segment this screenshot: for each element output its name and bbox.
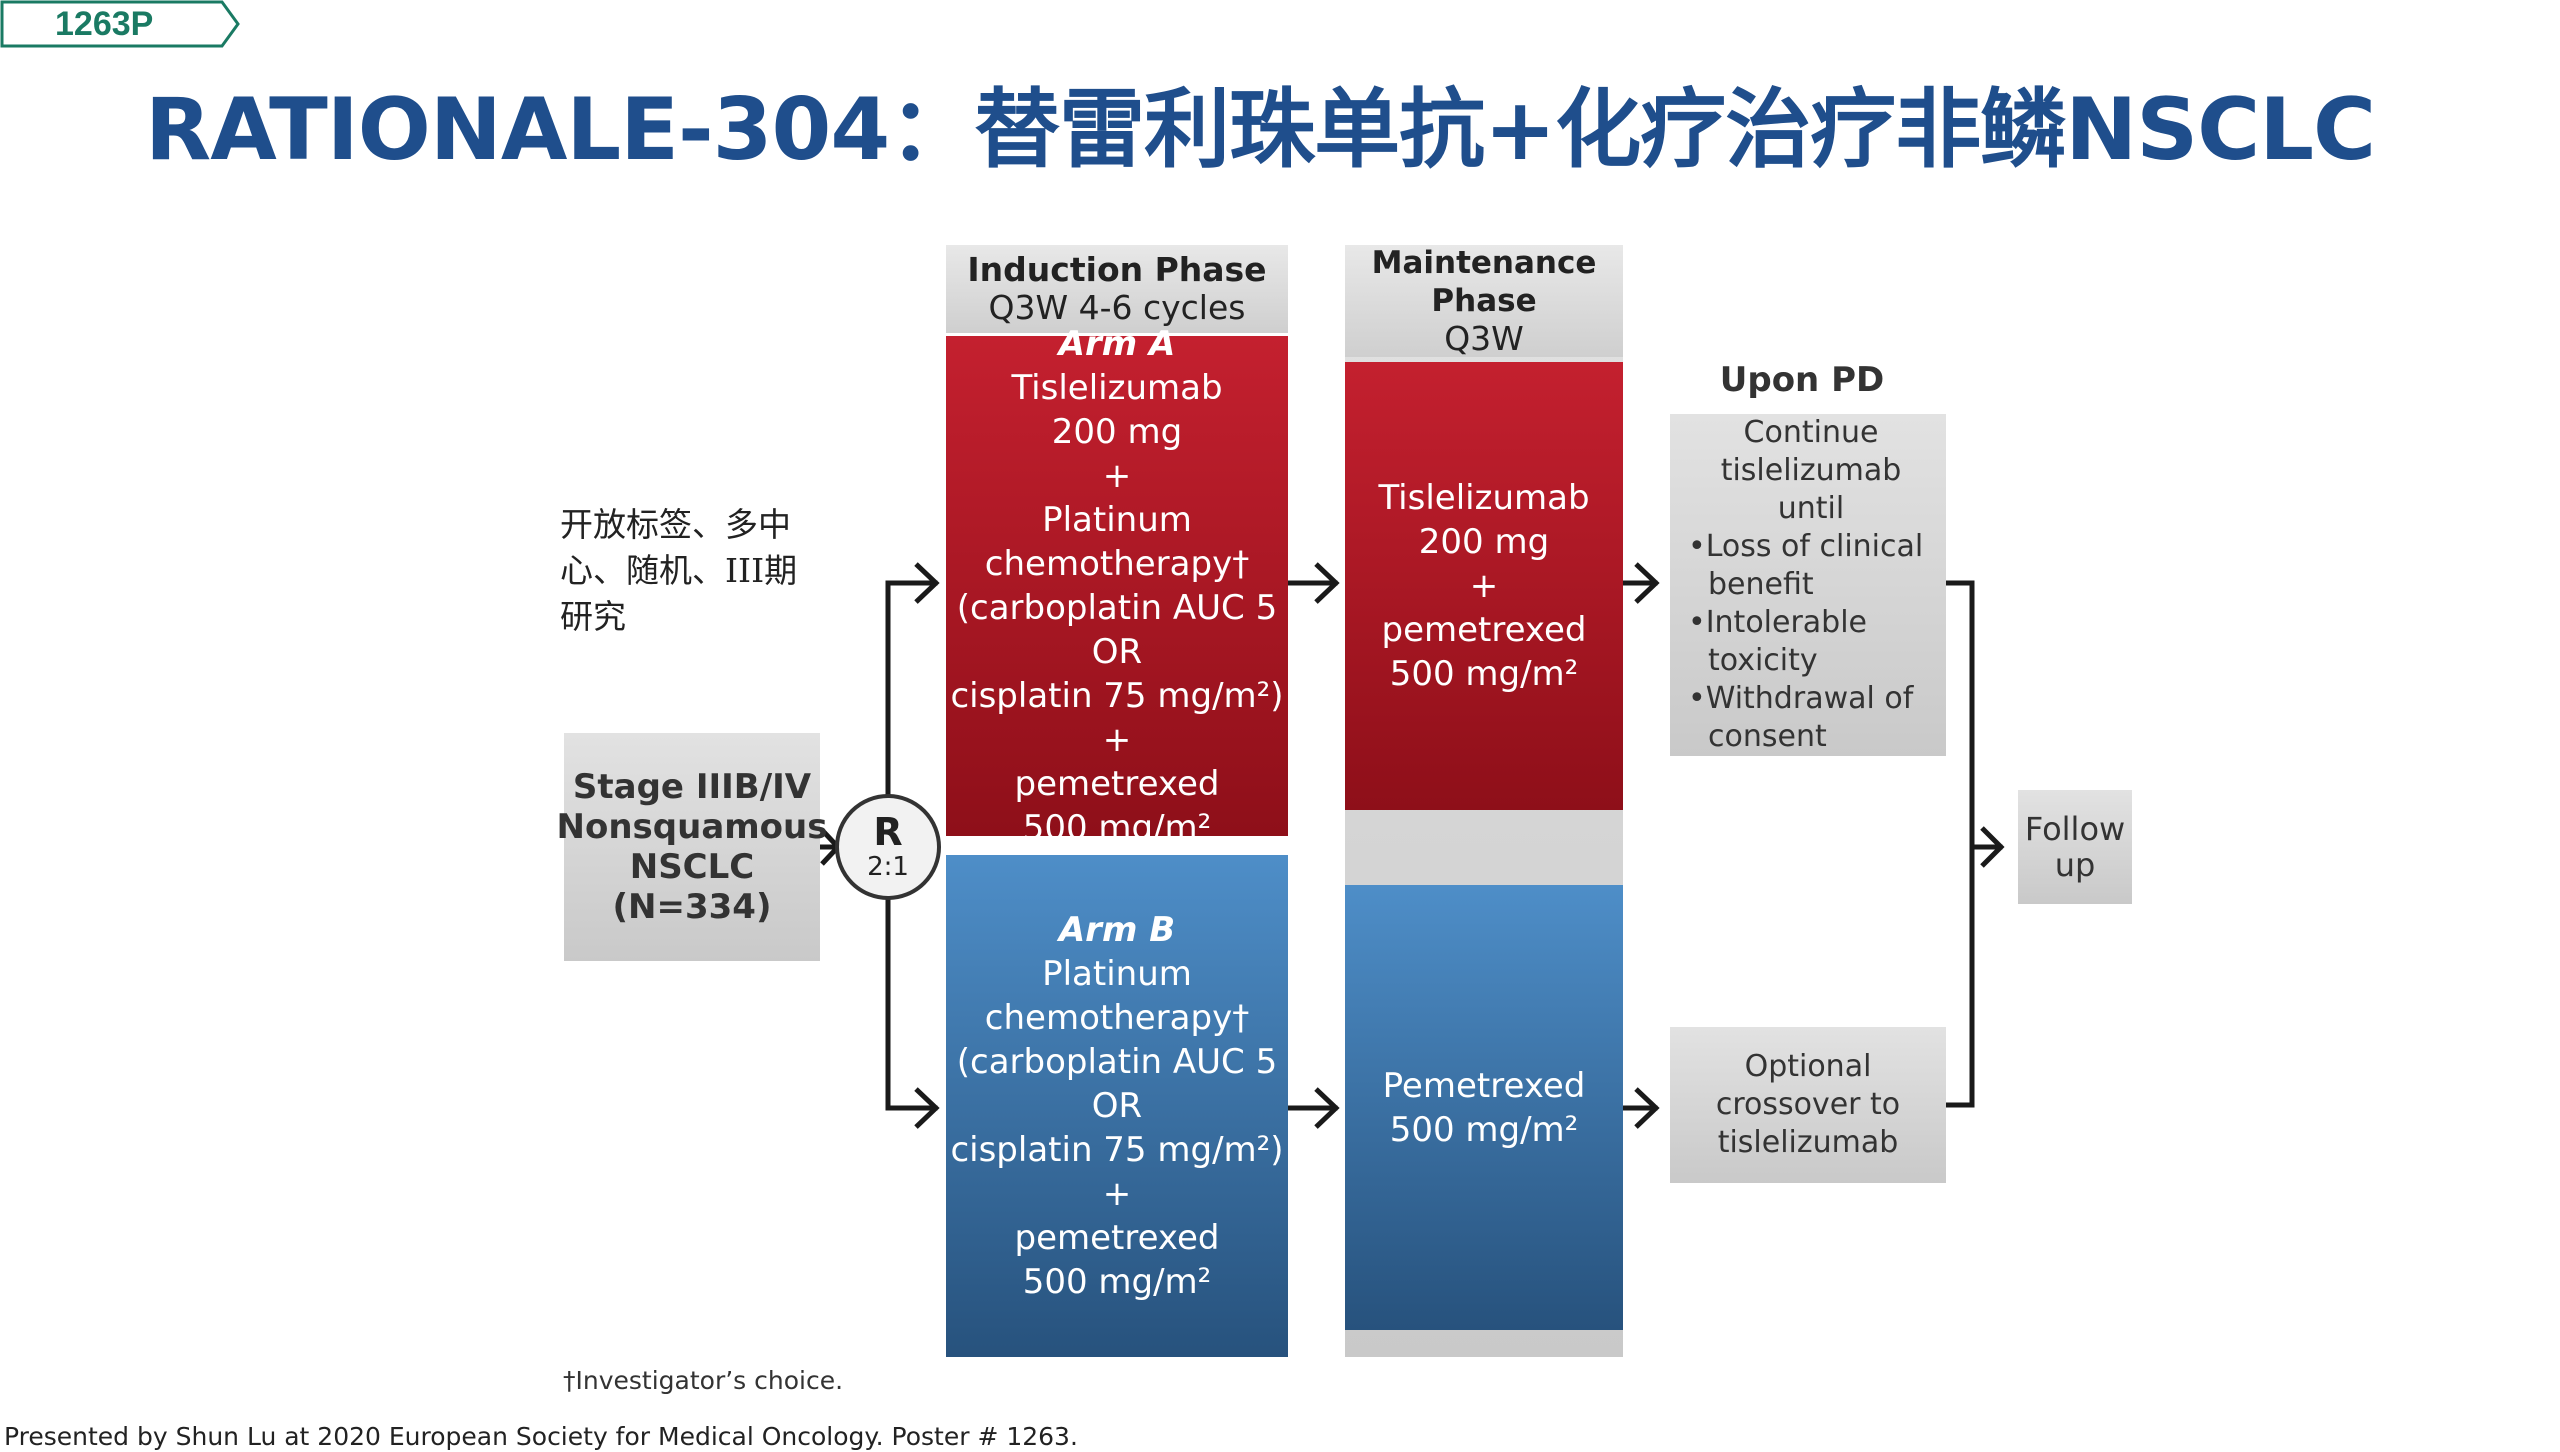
arrowhead-icon [1634, 562, 1660, 604]
arm-a-line: 500 mg/m² [1022, 808, 1212, 848]
pd-a-line: consent [1708, 719, 1827, 754]
arm-b-line: 500 mg/m² [1022, 1262, 1212, 1302]
pd-a-line: •Withdrawal of [1688, 681, 1914, 716]
arm-a-line: Platinum [1042, 500, 1192, 540]
arm-b-maintenance-line: Pemetrexed [1382, 1065, 1586, 1106]
follow-up-line: up [2054, 846, 2096, 884]
arrowhead-icon [1314, 562, 1340, 604]
pd-a-line: toxicity [1708, 643, 1818, 678]
arm-a-maintenance-line: 500 mg/m² [1389, 654, 1579, 694]
poster-tag-shape [0, 0, 240, 48]
randomization-letter: R [873, 810, 903, 854]
arm-a-maintenance-line: + [1469, 566, 1499, 606]
population-box: Stage IIIB/IV Nonsquamous NSCLC (N=334) [557, 733, 828, 961]
pd-b-line: crossover to [1715, 1087, 1901, 1122]
arm-a-maintenance-line: Tislelizumab [1378, 478, 1590, 518]
maintenance-phase-title: Maintenance Phase [1371, 245, 1597, 319]
arrowhead-icon [914, 562, 940, 604]
pd-b-line: Optional [1744, 1049, 1872, 1084]
page-title: RATIONALE-304：替雷利珠单抗+化疗治疗非鳞NSCLC [145, 80, 2376, 180]
arm-a-line: OR [1091, 632, 1143, 672]
induction-phase-header: Induction Phase Q3W 4-6 cycles [946, 245, 1288, 333]
population-line: Nonsquamous [556, 807, 828, 847]
study-design-note: 开放标签、多中 心、随机、III期 研究 [560, 502, 880, 640]
presented-by: Presented by Shun Lu at 2020 European So… [4, 1422, 1078, 1451]
pd-a-line: benefit [1708, 567, 1814, 602]
arm-b-line: pemetrexed [1014, 1218, 1220, 1258]
arm-b-line: cisplatin 75 mg/m²) [950, 1130, 1284, 1170]
arm-a-induction-box: Arm A Tislelizumab 200 mg + Platinum che… [946, 324, 1288, 848]
induction-phase-schedule: Q3W 4-6 cycles [988, 288, 1246, 327]
maintenance-phase-header: Maintenance Phase Q3W [1345, 245, 1623, 358]
follow-up-box: Follow up [2018, 790, 2132, 904]
arm-a-line: + [1102, 456, 1132, 496]
study-note-line: 研究 [560, 597, 626, 636]
arm-b-maintenance-line: 500 mg/m² [1389, 1109, 1579, 1150]
arm-b-line: (carboplatin AUC 5 [956, 1042, 1278, 1082]
arm-a-maintenance-line: 200 mg [1418, 522, 1550, 562]
population-line: NSCLC [629, 847, 755, 887]
arm-a-line: + [1102, 720, 1132, 760]
arm-b-line: chemotherapy† [984, 998, 1250, 1038]
arm-a-label: Arm A [1058, 324, 1176, 364]
arm-a-line: pemetrexed [1014, 764, 1220, 804]
follow-up-line: Follow [2024, 810, 2126, 848]
arm-b-induction-box: Arm B Platinum chemotherapy† (carboplati… [946, 855, 1288, 1357]
arm-a-line: 200 mg [1051, 412, 1183, 452]
arm-a-line: chemotherapy† [984, 544, 1250, 584]
footnote: †Investigator’s choice. [563, 1366, 844, 1395]
pd-a-line: tislelizumab until [1720, 453, 1902, 526]
upon-pd-arm-a-box: Continue tislelizumab until •Loss of cli… [1670, 414, 1946, 756]
induction-phase-title: Induction Phase [967, 250, 1267, 289]
population-line: Stage IIIB/IV [572, 767, 812, 807]
maintenance-phase-schedule: Q3W [1444, 319, 1524, 358]
randomization-circle [835, 794, 941, 900]
study-note-line: 开放标签、多中 [560, 505, 791, 544]
study-note-line: 心、随机、III期 [560, 551, 798, 590]
arm-a-line: (carboplatin AUC 5 [956, 588, 1278, 628]
upon-pd-arm-b-box: Optional crossover to tislelizumab [1670, 1027, 1946, 1183]
arm-b-line: + [1102, 1174, 1132, 1214]
pd-a-line: Continue [1743, 415, 1879, 450]
arm-b-maintenance-box: Pemetrexed 500 mg/m² [1345, 885, 1623, 1330]
population-line: (N=334) [612, 887, 772, 927]
arrowhead-icon [1980, 826, 2005, 868]
arm-b-line: Platinum [1042, 954, 1192, 994]
arm-a-maintenance-box: Tislelizumab 200 mg + pemetrexed 500 mg/… [1345, 362, 1623, 810]
arrowhead-icon [1634, 1087, 1660, 1129]
arrowhead-icon [1314, 1087, 1340, 1129]
arm-a-maintenance-line: pemetrexed [1381, 610, 1587, 650]
pd-a-line: •Intolerable [1688, 605, 1868, 640]
arm-b-label: Arm B [1058, 910, 1176, 950]
upon-pd-header: Upon PD [1719, 360, 1885, 400]
arm-a-line: Tislelizumab [1011, 368, 1223, 408]
arrowhead-icon [914, 1087, 940, 1129]
randomization-ratio: 2:1 [867, 852, 909, 882]
arm-a-line: cisplatin 75 mg/m²) [950, 676, 1284, 716]
pd-a-line: •Loss of clinical [1688, 529, 1924, 564]
randomization-node: R 2:1 [837, 800, 939, 894]
arm-b-line: OR [1091, 1086, 1143, 1126]
pd-b-line: tislelizumab [1717, 1125, 1899, 1160]
poster-tag-label: 1263P [55, 5, 154, 43]
